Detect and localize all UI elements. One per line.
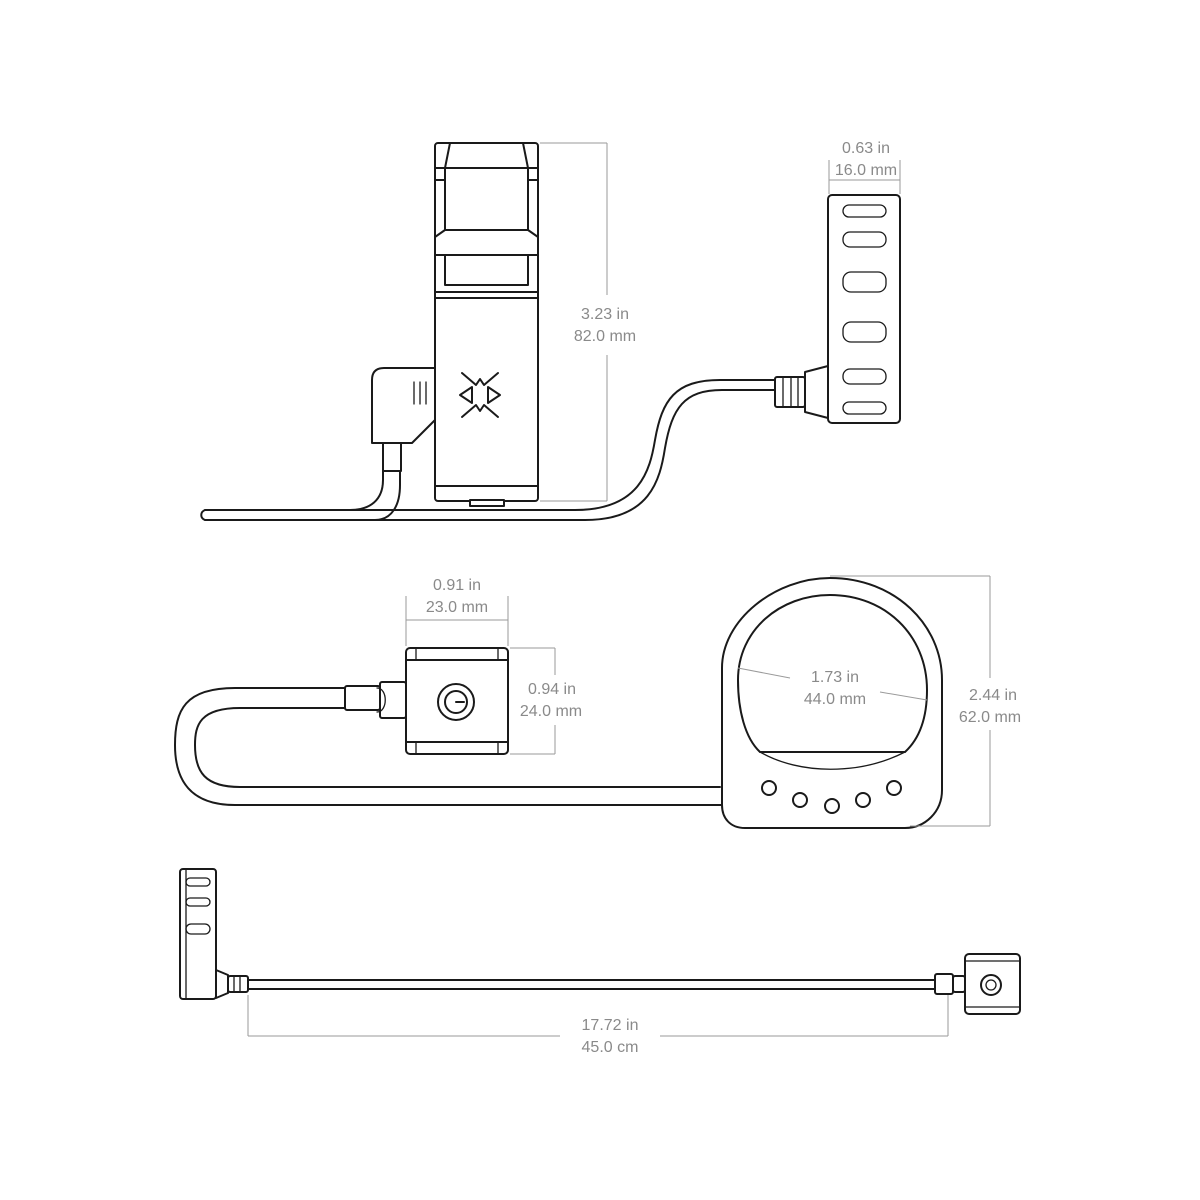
switch-height-dimension: 0.94 in 24.0 mm xyxy=(510,647,582,755)
ring-inner-dimension: 1.73 in 44.0 mm xyxy=(737,667,928,708)
switch-width-label-in: 0.91 in xyxy=(433,577,481,594)
switch-box xyxy=(405,647,509,755)
ring-outer-label-mm: 62.0 mm xyxy=(959,709,1021,726)
side-view: 3.23 in 82.0 mm 0.63 in 16.0 mm xyxy=(200,140,901,521)
angled-plug xyxy=(371,367,436,472)
cross-arrows-logo-icon xyxy=(459,372,501,418)
top-view: 0.91 in 23.0 mm 0.94 in 24.0 mm 1.73 in … xyxy=(174,575,1021,829)
ring-mount xyxy=(721,577,943,829)
top-cable xyxy=(174,687,723,806)
height-label-mm: 82.0 mm xyxy=(574,328,636,345)
side-cable-end xyxy=(200,509,206,521)
cable-length-dimension: 17.72 in 45.0 cm xyxy=(247,995,949,1056)
cable-length-label-in: 17.72 in xyxy=(582,1017,639,1034)
side-cable-connector xyxy=(774,365,829,419)
switch-width-dimension: 0.91 in 23.0 mm xyxy=(405,577,509,646)
power-icon[interactable] xyxy=(437,683,475,721)
cable-length-label-cm: 45.0 cm xyxy=(582,1039,639,1056)
ring-outer-label-in: 2.44 in xyxy=(969,687,1017,704)
switch-height-label-in: 0.94 in xyxy=(528,681,576,698)
cable-view: 17.72 in 45.0 cm xyxy=(179,868,1021,1056)
switch-plug xyxy=(344,681,407,719)
clip-width-label-in: 0.63 in xyxy=(842,140,890,157)
vented-clip xyxy=(827,194,901,424)
side-cable xyxy=(204,379,776,511)
clip-width-dimension: 0.63 in 16.0 mm xyxy=(828,140,901,194)
status-leds xyxy=(761,780,902,814)
cable-view-switch xyxy=(934,953,1021,1015)
top-cable-inner xyxy=(194,707,721,788)
side-plug-cable xyxy=(349,469,384,511)
height-label-in: 3.23 in xyxy=(581,306,629,323)
side-plug-cable-inner xyxy=(374,469,401,521)
ring-outer-dimension: 2.44 in 62.0 mm xyxy=(830,575,1021,827)
cable-view-clip xyxy=(179,868,249,1000)
ring-inner-label-mm: 44.0 mm xyxy=(804,691,866,708)
cable-view-power-icon xyxy=(980,974,1002,996)
clip-width-label-mm: 16.0 mm xyxy=(835,162,897,179)
device-body xyxy=(434,142,539,507)
switch-width-label-mm: 23.0 mm xyxy=(426,599,488,616)
side-cable-lower-edge xyxy=(204,389,776,521)
height-dimension: 3.23 in 82.0 mm xyxy=(540,142,636,502)
switch-height-label-mm: 24.0 mm xyxy=(520,703,582,720)
ring-inner-label-in: 1.73 in xyxy=(811,669,859,686)
